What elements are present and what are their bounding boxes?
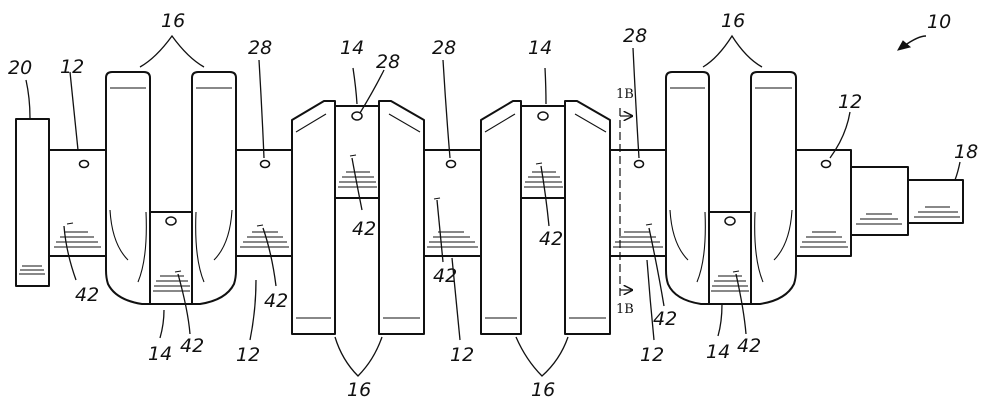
counterweight-2b [378, 100, 425, 335]
counterweight-4b [750, 71, 797, 305]
label-16-c: 16 [347, 379, 371, 401]
main-journal-1 [48, 149, 107, 257]
nose-shaft-18 [907, 179, 964, 224]
leader-lines [25, 34, 961, 377]
main-journal-5 [795, 149, 852, 257]
label-28-d: 28 [623, 25, 647, 47]
label-16-a: 16 [161, 10, 185, 32]
nose-step [850, 166, 909, 236]
counterweight-2a [291, 100, 336, 335]
pin-journal-3 [520, 105, 566, 199]
end-flange-20 [15, 118, 50, 287]
counterweight-1a [105, 71, 151, 305]
label-14-a: 14 [340, 37, 364, 59]
main-journal-4 [609, 149, 667, 257]
section-line-1B: 1B 1B [616, 87, 634, 317]
label-42-b: 42 [352, 218, 376, 240]
reference-numerals: 10 20 12 16 28 14 28 28 14 28 16 12 18 4… [8, 10, 978, 401]
label-42-c: 42 [539, 228, 563, 250]
label-28-b: 28 [376, 51, 400, 73]
label-12-d: 12 [450, 344, 474, 366]
section-label-top: 1B [616, 87, 634, 102]
label-16-b: 16 [721, 10, 745, 32]
label-14-d: 14 [706, 341, 730, 363]
label-42-a: 42 [75, 284, 99, 306]
counterweight-3a [480, 100, 522, 335]
label-28-c: 28 [432, 37, 456, 59]
label-42-g: 42 [180, 335, 204, 357]
label-12-e: 12 [640, 344, 664, 366]
label-14-c: 14 [148, 343, 172, 365]
counterweight-4a [665, 71, 710, 305]
label-10: 10 [927, 11, 951, 33]
surface-point-marks [66, 154, 740, 273]
label-42-d: 42 [433, 265, 457, 287]
label-12-a: 12 [60, 56, 84, 78]
main-journal-3 [423, 149, 482, 257]
label-12-c: 12 [236, 344, 260, 366]
label-18: 18 [954, 141, 978, 163]
pin-journal-1 [149, 211, 193, 305]
label-42-h: 42 [737, 335, 761, 357]
label-28-a: 28 [248, 37, 272, 59]
counterweight-1b [191, 71, 237, 305]
label-16-d: 16 [531, 379, 555, 401]
label-42-e: 42 [264, 290, 288, 312]
label-42-f: 42 [653, 308, 677, 330]
label-20: 20 [8, 57, 32, 79]
main-journal-2 [235, 149, 293, 257]
section-label-bottom: 1B [616, 302, 634, 317]
figure-arrow-10 [897, 35, 927, 51]
label-12-b: 12 [838, 91, 862, 113]
counterweight-3b [564, 100, 611, 335]
pin-journal-4 [708, 211, 752, 305]
label-14-b: 14 [528, 37, 552, 59]
